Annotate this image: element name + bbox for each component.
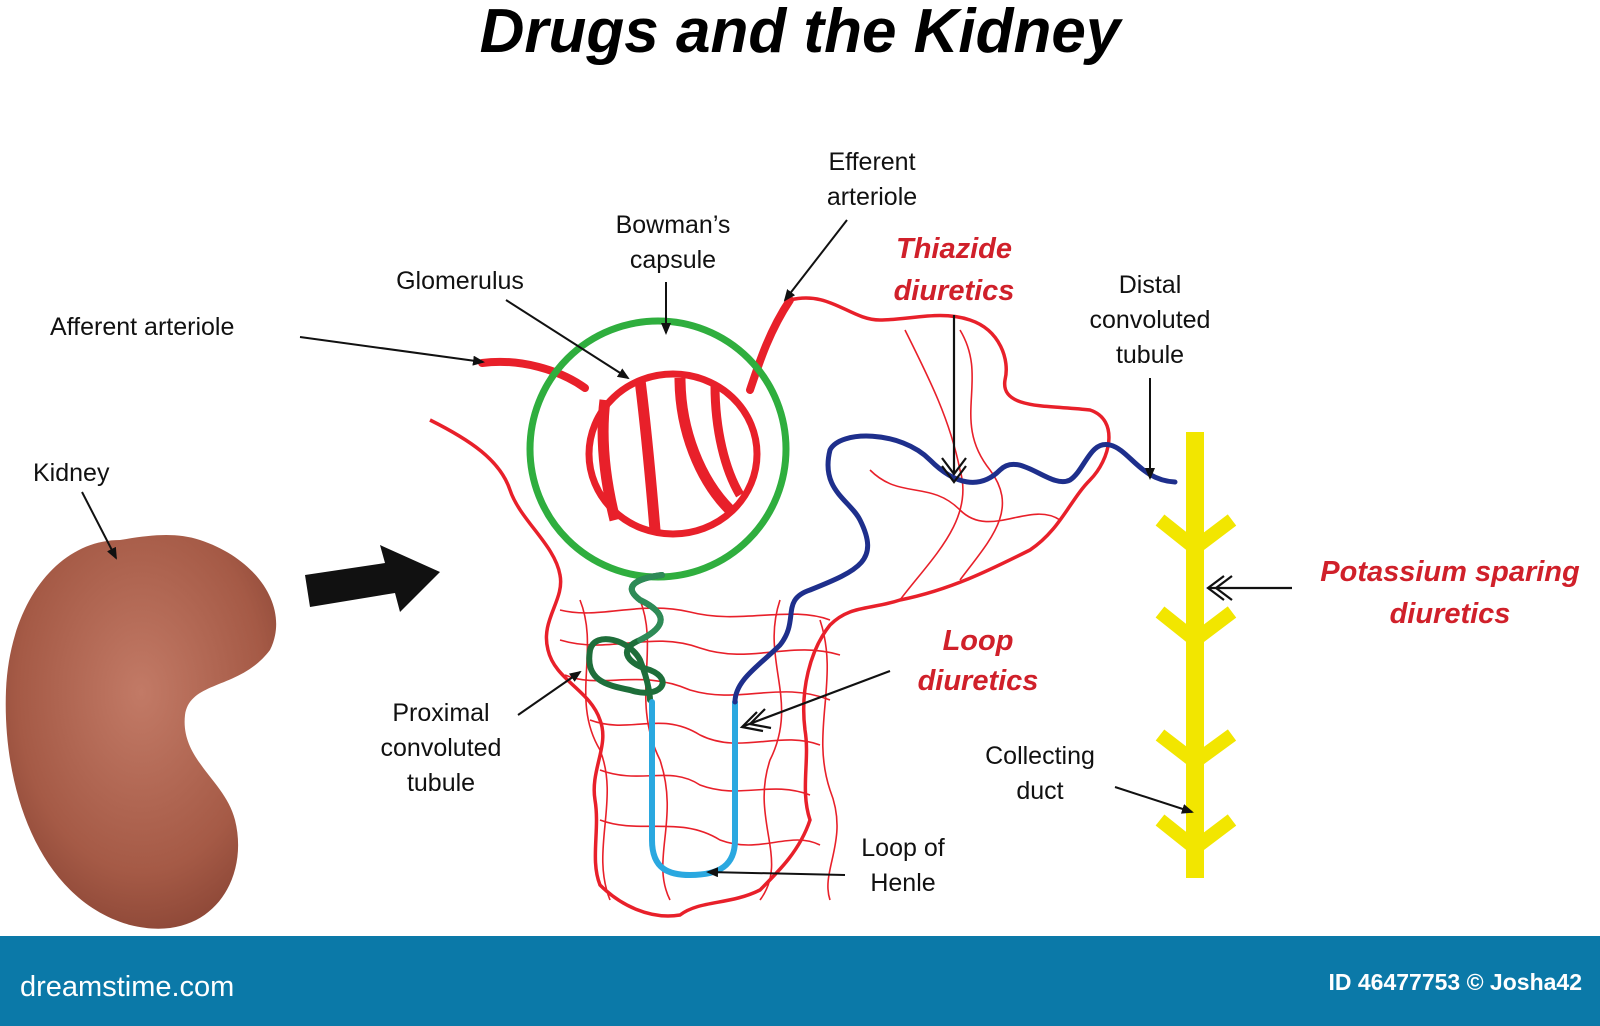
potassium-sparing-site-marker: [1206, 575, 1292, 601]
proximal-tubule: [586, 572, 666, 703]
glomerulus: [585, 370, 761, 538]
bowmans-capsule-label-1: Bowman’s: [616, 211, 731, 239]
zoom-arrow: [305, 545, 440, 612]
potassium-sparing-label-2: diuretics: [1390, 598, 1511, 630]
footer-bar: [0, 936, 1600, 1026]
proximal-tubule-label-1: Proximal: [392, 699, 489, 727]
efferent-arteriole-label-2: arteriole: [827, 183, 917, 211]
potassium-sparing-label-1: Potassium sparing: [1320, 556, 1580, 588]
distal-tubule-label-2: convoluted: [1090, 306, 1211, 334]
efferent-arteriole: [746, 296, 794, 394]
loop-of-henle-label-1: Loop of: [861, 834, 944, 862]
footer-site: dreamstime.com: [20, 971, 234, 1003]
afferent-arteriole-label: Afferent arteriole: [50, 313, 234, 341]
afferent-arteriole-pointer: [299, 336, 485, 366]
capillary-network: [559, 329, 1061, 901]
glomerulus-label: Glomerulus: [396, 267, 524, 295]
collecting-duct-label-2: duct: [1016, 777, 1063, 805]
glomerulus-pointer: [505, 299, 630, 380]
kidney-pointer: [81, 491, 117, 560]
proximal-tubule-label-3: tubule: [407, 769, 475, 797]
distal-tubule: [732, 433, 1178, 705]
collecting-duct-label-1: Collecting: [985, 742, 1095, 770]
distal-tubule-label-3: tubule: [1116, 341, 1184, 369]
distal-tubule-label-1: Distal: [1119, 271, 1182, 299]
proximal-tubule-pointer: [517, 670, 582, 716]
loop-diuretics-label-1: Loop: [943, 625, 1014, 657]
afferent-arteriole: [478, 357, 589, 392]
kidney-label: Kidney: [33, 459, 110, 487]
footer-credit: ID 46477753 © Josha42: [1328, 969, 1582, 995]
thiazide-label-2: diuretics: [894, 275, 1015, 307]
loop-diuretics-label-2: diuretics: [918, 665, 1039, 697]
loop-of-henle: [649, 699, 738, 879]
loop-of-henle-label-2: Henle: [870, 869, 935, 897]
thiazide-label-1: Thiazide: [896, 233, 1012, 265]
proximal-tubule-label-2: convoluted: [381, 734, 502, 762]
efferent-arteriole-label-1: Efferent: [828, 148, 915, 176]
collecting-duct: [1155, 432, 1237, 878]
loop-of-henle-pointer: [706, 867, 846, 878]
bowmans-capsule-label-2: capsule: [630, 246, 716, 274]
kidney-organ: [5, 535, 277, 929]
peritubular-vessel: [429, 296, 1111, 918]
thiazide-site-marker: [941, 315, 967, 484]
collecting-duct-pointer: [1114, 786, 1194, 814]
efferent-arteriole-pointer: [783, 219, 848, 302]
bowmans-capsule: [526, 317, 790, 581]
loop-diuretics-site-marker: [739, 669, 891, 733]
page-title: Drugs and the Kidney: [480, 0, 1124, 66]
